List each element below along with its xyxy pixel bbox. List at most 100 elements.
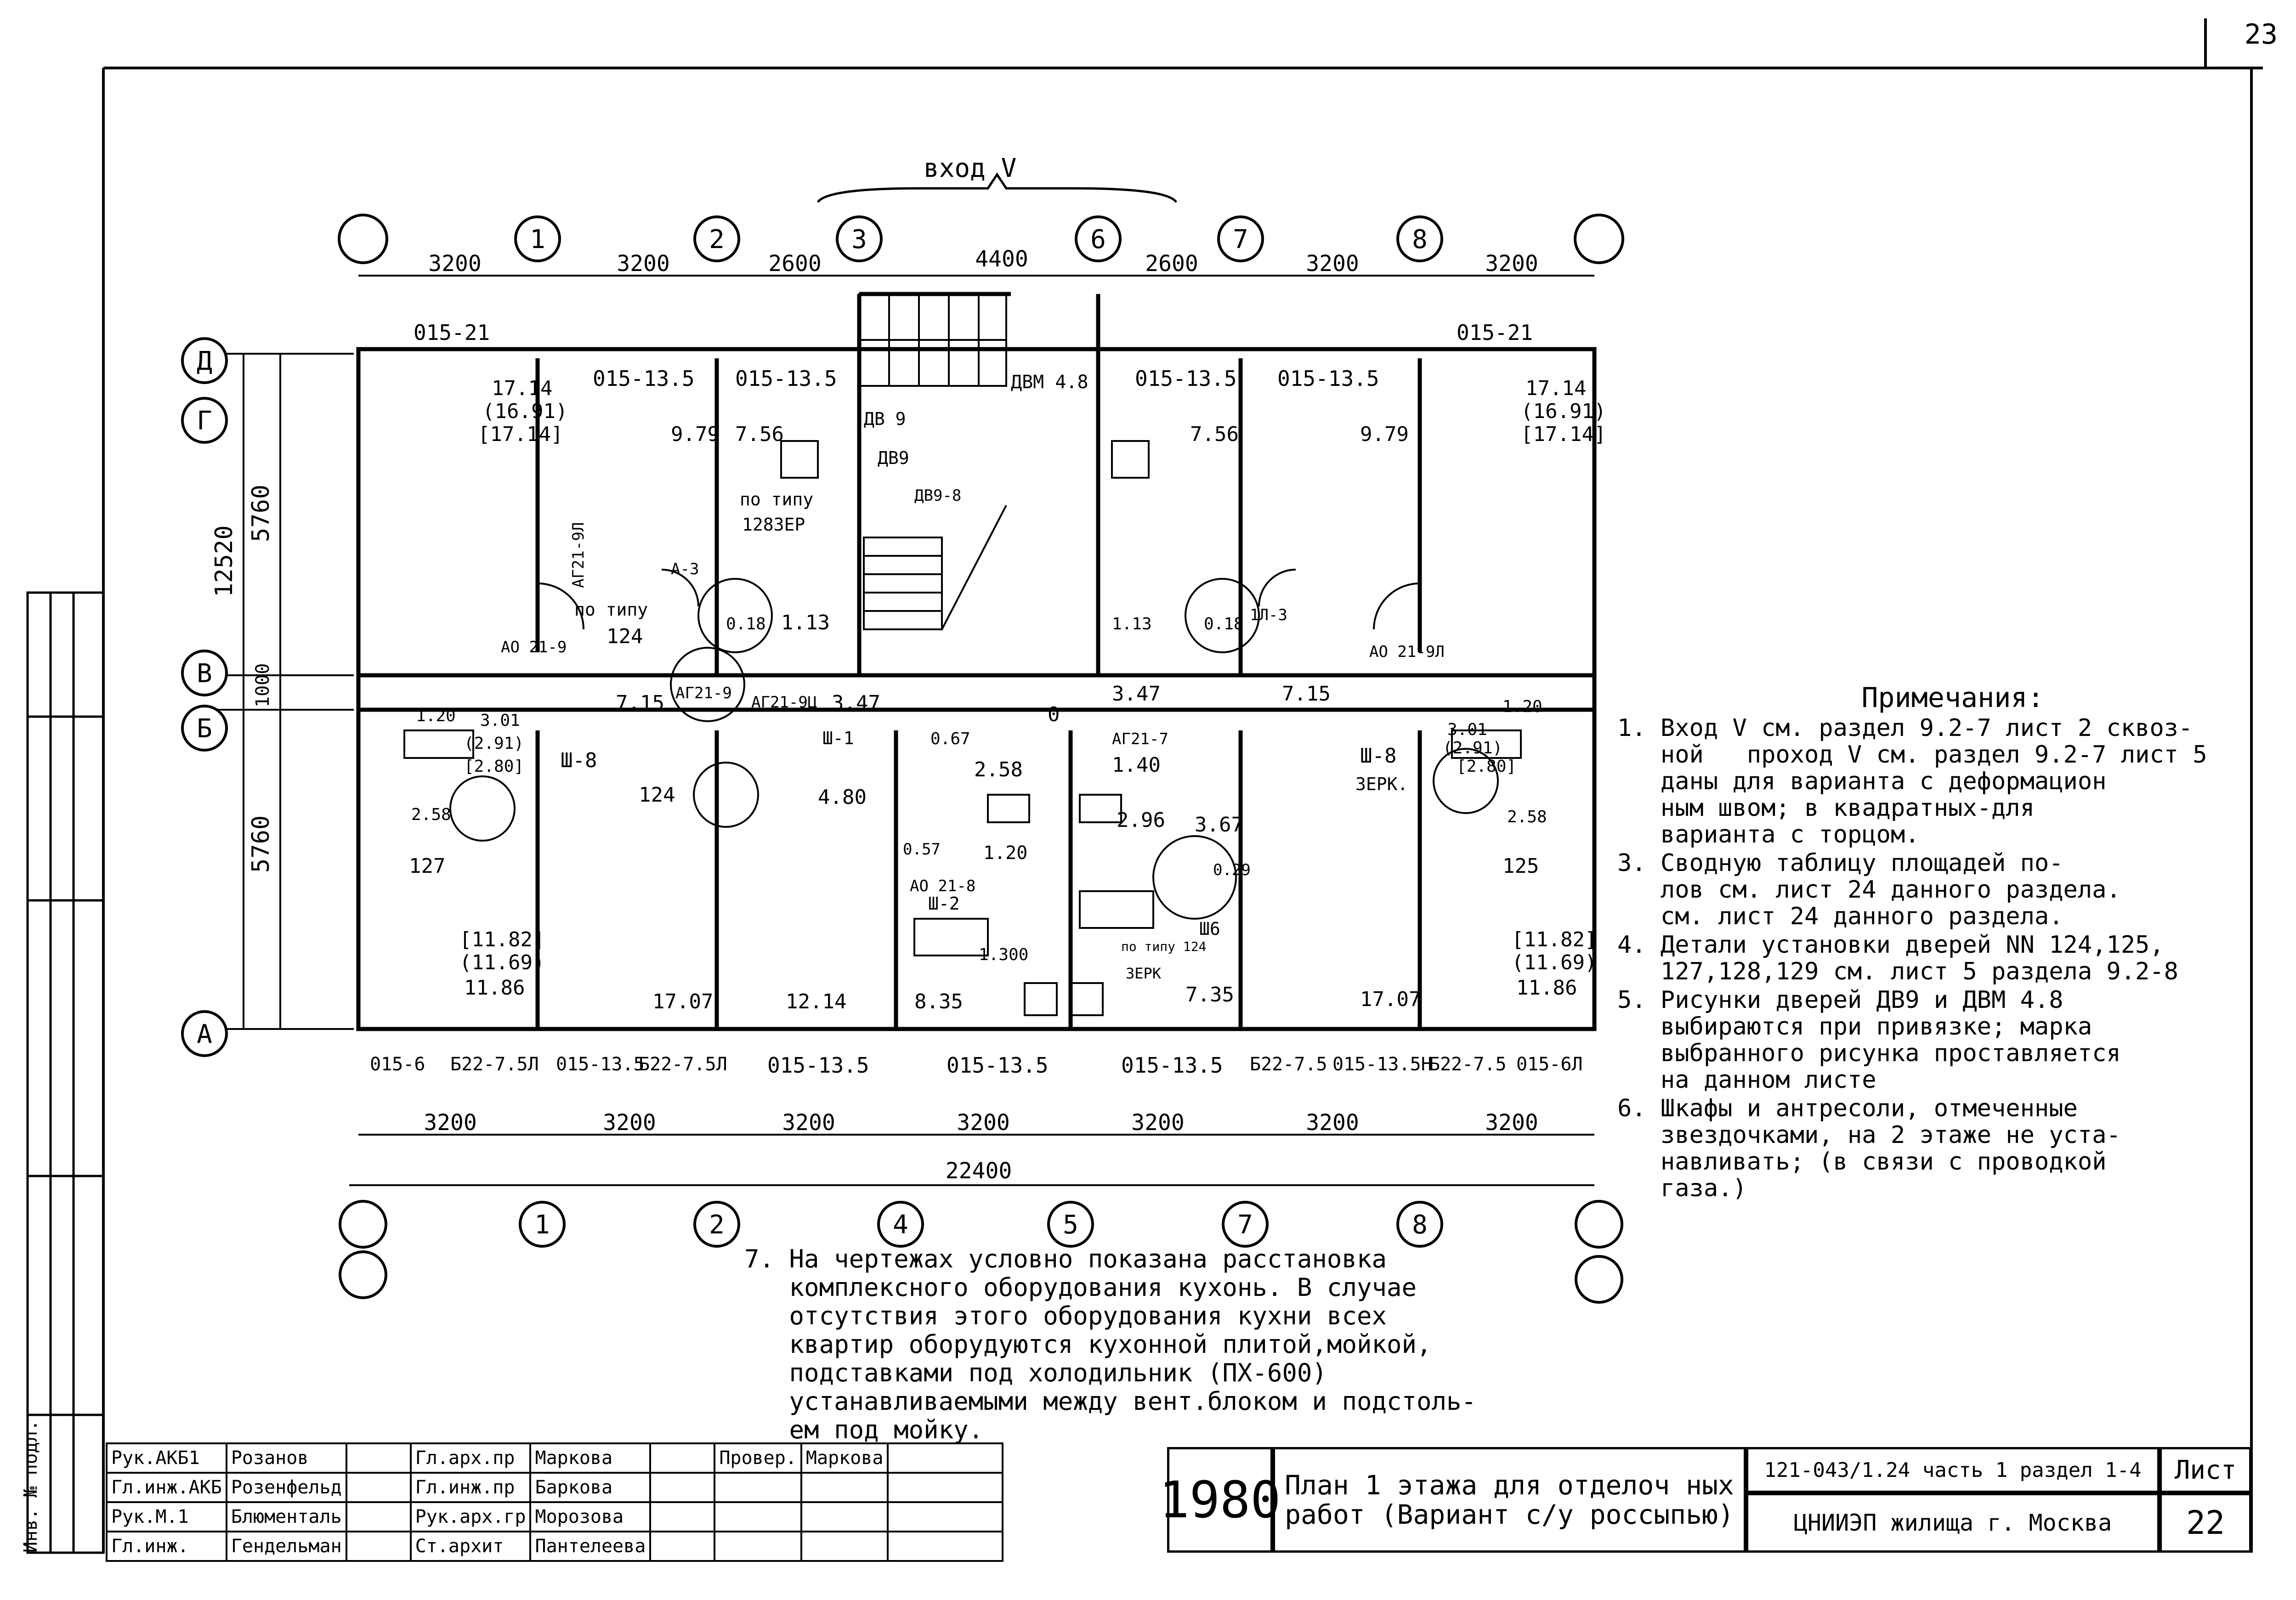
dim-bottom-5: 3200 xyxy=(1131,1110,1185,1136)
stamp-row: Рук.М.1 Блюменталь Рук.арх.гр Морозова xyxy=(106,1501,1004,1532)
entrance-brace xyxy=(816,172,1178,203)
area-11: 3.47 xyxy=(1112,682,1161,706)
axis-left-D: Д xyxy=(197,346,212,376)
note-3: 3. Сводную таблицу площадей по- лов см. … xyxy=(1617,849,2121,930)
label-ag219l: АГ21-9Л xyxy=(569,522,588,588)
area-16: 2.58 xyxy=(411,805,451,824)
note-1: 1. Вход V см. раздел 9.2-7 лист 2 сквоз-… xyxy=(1617,714,2207,848)
area-20: [2.80] xyxy=(1457,757,1516,776)
staircase xyxy=(858,293,1007,630)
label-potipu: по типу xyxy=(740,489,813,509)
window-top-2: 015-13.5 xyxy=(593,366,695,391)
notes-block: Примечания: 1. Вход V см. раздел 9.2-7 л… xyxy=(1617,684,2288,1204)
stamp-cell xyxy=(345,1472,412,1503)
stamp-org: ЦНИИЭП жилища г. Москва xyxy=(1746,1493,2160,1553)
label-dv98: ДВ9-8 xyxy=(914,486,961,505)
area-br-1: [11.82] xyxy=(1512,928,1597,951)
dim-bottom-2: 3200 xyxy=(603,1110,656,1136)
dim-left-1: 5760 xyxy=(247,485,275,542)
area-7: 0.18 xyxy=(726,615,766,633)
stamp-cell xyxy=(887,1501,1004,1532)
area-13: 3.01 xyxy=(480,711,520,730)
top-dim-labels: 3200 3200 2600 4400 2600 3200 3200 xyxy=(428,246,1538,277)
notes-title: Примечания: xyxy=(1861,682,2044,714)
area-28: 1.20 xyxy=(983,842,1027,864)
label-zer: 128ЗЕР xyxy=(742,514,805,535)
area-27: 3.67 xyxy=(1195,813,1243,837)
area-tr-2: (16.91) xyxy=(1521,400,1606,423)
label-l3: 1Л-3 xyxy=(1250,606,1287,624)
dim-bottom-6: 3200 xyxy=(1306,1110,1359,1136)
label-sh1: Ш-1 xyxy=(822,728,854,748)
dim-top-2: 3200 xyxy=(617,251,670,277)
label-ag217: АГ21-7 xyxy=(1112,730,1168,748)
label-sh8b: Ш-8 xyxy=(1360,744,1396,768)
axis-bottom-4: 4 xyxy=(893,1210,908,1240)
area-br-3: 11.86 xyxy=(1516,976,1577,1000)
stamp-cell: Гендельман xyxy=(225,1531,347,1562)
area-2: 7.56 xyxy=(735,423,784,446)
stamp-row: Гл.инж. Гендельман Ст.архит Пантелеева xyxy=(106,1531,1004,1562)
area-17: 1.20 xyxy=(416,707,456,725)
left-dimension-lines xyxy=(207,353,354,1030)
area-tl-3: [17.14] xyxy=(478,423,563,446)
area-21: 2.58 xyxy=(1507,808,1547,826)
area-bl-3: 11.86 xyxy=(464,976,525,1000)
side-stamp xyxy=(26,591,105,1554)
stamp-row: Рук.АКБ1 Розанов Гл.арх.пр Маркова Прове… xyxy=(106,1442,1004,1474)
stamp-cell: Ст.архит xyxy=(409,1531,532,1562)
stamp-cell xyxy=(649,1472,716,1503)
label-sh6: Ш6 xyxy=(1199,919,1220,939)
stamp-cell: Пантелеева xyxy=(529,1531,652,1562)
window-top-3: 015-13.5 xyxy=(735,366,837,391)
bottom-dimension-lines xyxy=(349,1134,1594,1186)
stamp-cell xyxy=(800,1501,889,1532)
axis-bottom-8: 8 xyxy=(1412,1210,1428,1240)
window-bottom-9: 015-13.5Н xyxy=(1332,1054,1432,1075)
note-4: 4. Детали установки дверей NN 124,125, 1… xyxy=(1617,931,2178,985)
stamp-cell: Розенфельд xyxy=(225,1472,347,1503)
window-bottom-5: 015-13.5 xyxy=(767,1053,869,1078)
area-31: 1.300 xyxy=(979,945,1028,964)
window-bottom-1: 015-6 xyxy=(370,1054,425,1075)
note-7: 7. На чертежах условно показана расстано… xyxy=(744,1244,1477,1444)
area-14: (2.91) xyxy=(464,734,524,753)
area-6: 1.13 xyxy=(1112,615,1152,633)
window-bottom-4: Б22-7.5Л xyxy=(639,1054,727,1075)
stamp-cell xyxy=(800,1531,889,1562)
stamp-cell: Гл.инж.пр xyxy=(409,1472,532,1503)
bottom-axis-bubbles xyxy=(339,1200,1623,1304)
area-b2: 12.14 xyxy=(786,990,846,1013)
stamp-cell: Провер. xyxy=(714,1442,802,1474)
window-top-4: ДВМ 4.8 xyxy=(1011,372,1088,393)
stamp-row: Гл.инж.АКБ Розенфельд Гл.инж.пр Баркова xyxy=(106,1472,1004,1503)
stamp-sheet: 22 xyxy=(2160,1493,2251,1553)
area-30: 0.29 xyxy=(1213,861,1251,879)
building-walls xyxy=(356,292,1597,1031)
area-tr-3: [17.14] xyxy=(1521,423,1606,446)
stamp-cell xyxy=(345,1531,412,1562)
stamp-cell xyxy=(887,1531,1004,1562)
label-sh8a: Ш-8 xyxy=(561,749,597,772)
top-axis-labels: 1 2 3 6 7 8 xyxy=(530,225,1428,254)
label-124a: 124 xyxy=(607,625,643,648)
side-stamp-text: Инв. № подл. xyxy=(20,1420,41,1553)
room-area-labels: 17.14 (16.91) [17.14] 17.14 (16.91) [17.… xyxy=(411,377,1606,1013)
label-zerk2: ЗЕРК xyxy=(1126,965,1162,982)
area-1: 9.79 xyxy=(671,423,720,446)
misc-labels: по типу 128ЗЕР по типу 124 124 127 125 Ш… xyxy=(409,409,1539,982)
axis-top-7: 7 xyxy=(1233,225,1248,254)
window-bottom-6: 015-13.5 xyxy=(947,1053,1049,1078)
area-26: 2.96 xyxy=(1117,808,1165,832)
area-tr-1: 17.14 xyxy=(1525,377,1586,400)
dim-top-3: 2600 xyxy=(768,251,822,277)
dim-top-7: 3200 xyxy=(1485,251,1538,277)
dim-top-1: 3200 xyxy=(428,251,482,277)
stamp-cell: Морозова xyxy=(529,1501,652,1532)
stamp-cell xyxy=(345,1442,412,1474)
stamp-cell xyxy=(714,1531,802,1562)
label-sh2: Ш-2 xyxy=(928,893,960,914)
window-top-6: 015-13.5 xyxy=(1277,366,1379,391)
area-19: (2.91) xyxy=(1443,739,1502,758)
axis-left-V: В xyxy=(197,659,212,689)
